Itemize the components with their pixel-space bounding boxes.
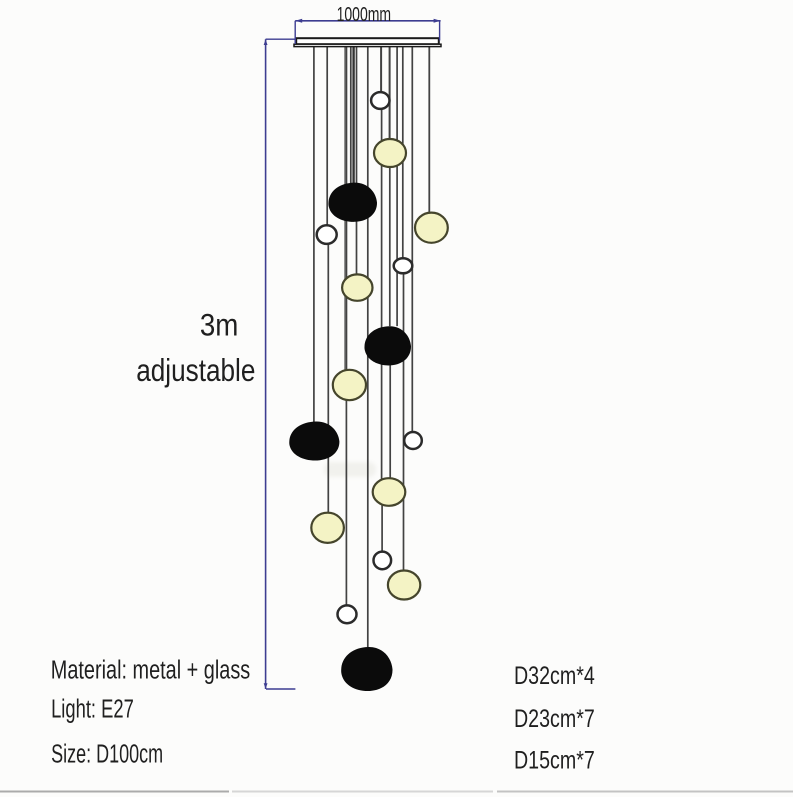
svg-text:D15cm*7: D15cm*7: [514, 747, 595, 775]
svg-text:D23cm*7: D23cm*7: [514, 705, 595, 733]
svg-text:D32cm*4: D32cm*4: [514, 662, 595, 690]
svg-text:Material: metal + glass: Material: metal + glass: [51, 657, 250, 685]
svg-text:1000mm: 1000mm: [337, 4, 392, 26]
svg-text:Size: D100cm: Size: D100cm: [51, 741, 163, 769]
svg-text:Light: E27: Light: E27: [51, 696, 134, 724]
svg-text:3m: 3m: [200, 307, 239, 343]
svg-text:adjustable: adjustable: [136, 352, 255, 388]
